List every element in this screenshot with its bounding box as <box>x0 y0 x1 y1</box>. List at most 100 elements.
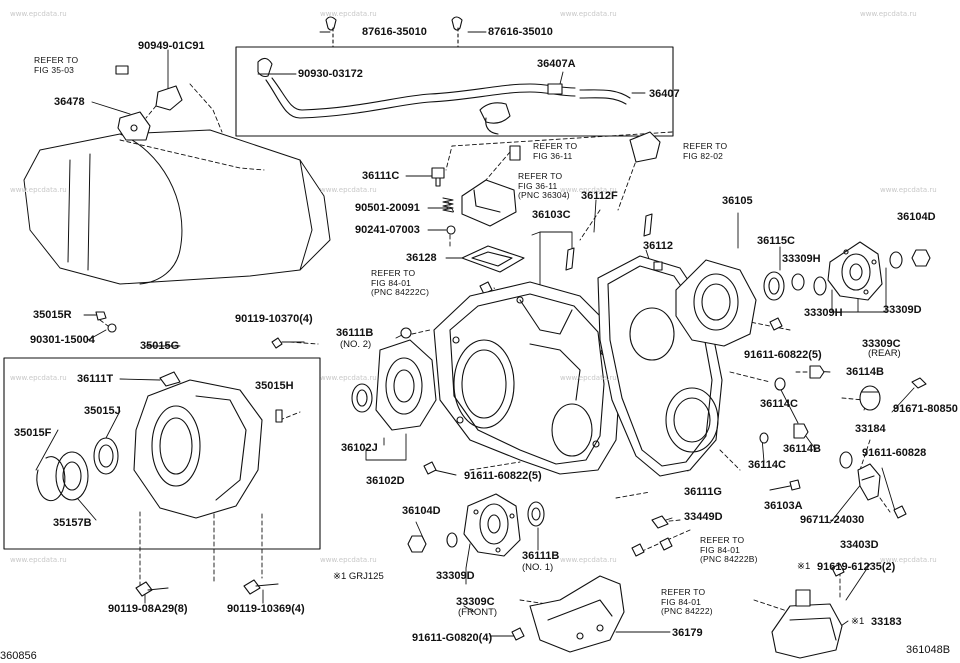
ref-fig-84-01-b[interactable]: REFER TO FIG 84-01 (PNC 84222B) <box>700 535 758 564</box>
part-33309c-rear[interactable]: 33309C <box>862 338 901 350</box>
part-36407[interactable]: 36407 <box>649 88 680 100</box>
watermark: www.epcdata.ru <box>320 10 377 18</box>
bracket-36179-shape <box>529 575 625 653</box>
part-36114c-upper[interactable]: 36114C <box>760 398 798 410</box>
part-36104d-rear[interactable]: 36104D <box>897 211 936 223</box>
bolt-36103a-shape <box>769 479 801 491</box>
watermark: www.epcdata.ru <box>10 186 67 194</box>
part-96711-24030[interactable]: 96711-24030 <box>800 514 865 526</box>
part-36103a[interactable]: 36103A <box>764 500 803 512</box>
part-91671-80850[interactable]: 91671-80850 <box>893 403 958 415</box>
label-rear: (REAR) <box>868 348 901 359</box>
washer-33309h-shape <box>791 273 805 291</box>
part-35157b[interactable]: 35157B <box>53 517 92 529</box>
label-no2: (NO. 2) <box>340 339 372 350</box>
washer-33309d-rear-shape <box>889 251 903 269</box>
part-87616-35010-right[interactable]: 87616-35010 <box>488 26 553 38</box>
bolt-90119-08a29-shape <box>135 581 169 597</box>
part-90119-10370[interactable]: 90119-10370(4) <box>235 313 313 325</box>
washer-36114c-upper-shape <box>774 377 786 391</box>
part-90119-10369[interactable]: 90119-10369(4) <box>227 603 305 615</box>
part-91611-60822-front[interactable]: 91611-60822(5) <box>464 470 542 482</box>
ball-90241-shape <box>446 225 456 235</box>
part-33309d-front[interactable]: 33309D <box>436 570 475 582</box>
front-cover-36102j-shape <box>375 339 437 431</box>
seal-33309h-shape <box>813 276 827 296</box>
part-35015f[interactable]: 35015F <box>14 427 52 439</box>
bolt-91611-60828-shape <box>893 505 907 519</box>
part-87616-35010-left[interactable]: 87616-35010 <box>362 26 427 38</box>
part-36111b-no1[interactable]: 36111B <box>522 550 560 562</box>
bolt-90119-10370-shape <box>271 337 305 349</box>
bolt-84222b-shape <box>659 537 673 551</box>
part-90930-03172[interactable]: 90930-03172 <box>298 68 363 80</box>
part-35015g[interactable]: 35015G <box>140 340 180 352</box>
part-36102d[interactable]: 36102D <box>366 475 405 487</box>
part-35015h[interactable]: 35015H <box>255 380 294 392</box>
seal-36115c-shape <box>763 271 785 301</box>
ref-fig-36-11-b[interactable]: REFER TO FIG 36-11 (PNC 36304) <box>518 171 570 200</box>
illustration-code-left: 360856 <box>0 650 37 662</box>
part-33183[interactable]: 33183 <box>871 616 902 628</box>
part-35015j[interactable]: 35015J <box>84 405 121 417</box>
part-36105[interactable]: 36105 <box>722 195 753 207</box>
seal-35015j-shape <box>93 437 119 475</box>
part-91611-60822-rear[interactable]: 91611-60822(5) <box>744 349 822 361</box>
ref-fig-84-01-c[interactable]: REFER TO FIG 84-01 (PNC 84222) <box>661 587 713 616</box>
part-36112[interactable]: 36112 <box>643 240 673 252</box>
part-36115c[interactable]: 36115C <box>757 235 795 247</box>
watermark: www.epcdata.ru <box>880 186 937 194</box>
part-33309c-front[interactable]: 33309C <box>456 596 495 608</box>
part-36103c[interactable]: 36103C <box>532 209 571 221</box>
part-36111c[interactable]: 36111C <box>362 170 400 182</box>
part-36114b-upper[interactable]: 36114B <box>846 366 884 378</box>
watermark: www.epcdata.ru <box>560 186 617 194</box>
hose-kit-frame <box>235 46 674 137</box>
transmission-outline-shape <box>23 129 331 285</box>
part-91611-g0820[interactable]: 91611-G0820(4) <box>412 632 493 644</box>
part-33449d[interactable]: 33449D <box>684 511 723 523</box>
seal-36102d-shape <box>351 383 373 413</box>
part-33309d-rear[interactable]: 33309D <box>883 304 922 316</box>
label-front: (FRONT) <box>458 607 498 618</box>
part-91611-60828[interactable]: 91611-60828 <box>862 447 927 459</box>
part-36111t[interactable]: 36111T <box>77 373 114 385</box>
part-36111g[interactable]: 36111G <box>684 486 722 498</box>
part-36478[interactable]: 36478 <box>54 96 85 108</box>
part-36114c-lower[interactable]: 36114C <box>748 459 786 471</box>
part-36179[interactable]: 36179 <box>672 627 703 639</box>
part-33309h-lower[interactable]: 33309H <box>804 307 843 319</box>
part-90119-08a29[interactable]: 90119-08A29(8) <box>108 603 188 615</box>
extension-housing-frame <box>3 357 321 550</box>
ref-fig-84-01-a[interactable]: REFER TO FIG 84-01 (PNC 84222C) <box>371 268 430 297</box>
bolt-84222c-shape <box>479 281 493 295</box>
part-36111b-no2[interactable]: 36111B <box>336 327 374 339</box>
part-36407a[interactable]: 36407A <box>537 58 576 70</box>
part-90301-15004[interactable]: 90301-15004 <box>30 334 95 346</box>
ref-fig-36-11-a[interactable]: REFER TO FIG 36-11 <box>533 141 578 161</box>
part-90501-20091[interactable]: 90501-20091 <box>355 202 420 214</box>
ref-fig-82-02[interactable]: REFER TO FIG 82-02 <box>683 141 728 161</box>
part-36114b-lower[interactable]: 36114B <box>783 443 821 455</box>
watermark: www.epcdata.ru <box>320 556 377 564</box>
part-36102j[interactable]: 36102J <box>341 442 378 454</box>
washer-90301-shape <box>107 323 117 333</box>
part-36104d-front[interactable]: 36104D <box>402 505 441 517</box>
part-33184[interactable]: 33184 <box>855 423 886 435</box>
bolt-91611-60822-front-shape <box>423 461 437 475</box>
part-33309h-upper[interactable]: 33309H <box>782 253 821 265</box>
ref-fig-35-03[interactable]: REFER TO FIG 35-03 <box>34 55 79 75</box>
breather-cover-shape <box>461 145 521 227</box>
bolt-90119-10369-shape <box>243 579 279 595</box>
part-90949-01c91[interactable]: 90949-01C91 <box>138 40 205 52</box>
nut-36104d-rear-shape <box>911 249 931 267</box>
part-36128[interactable]: 36128 <box>406 252 437 264</box>
part-91619-61235[interactable]: 91619-61235(2) <box>817 561 896 573</box>
part-36112f[interactable]: 36112F <box>581 190 618 202</box>
part-33403d[interactable]: 33403D <box>840 539 879 551</box>
washer-33309d-front-shape <box>446 532 458 548</box>
pin-36103c-shape <box>565 247 575 271</box>
part-35015r[interactable]: 35015R <box>33 309 72 321</box>
part-90241-07003[interactable]: 90241-07003 <box>355 224 420 236</box>
